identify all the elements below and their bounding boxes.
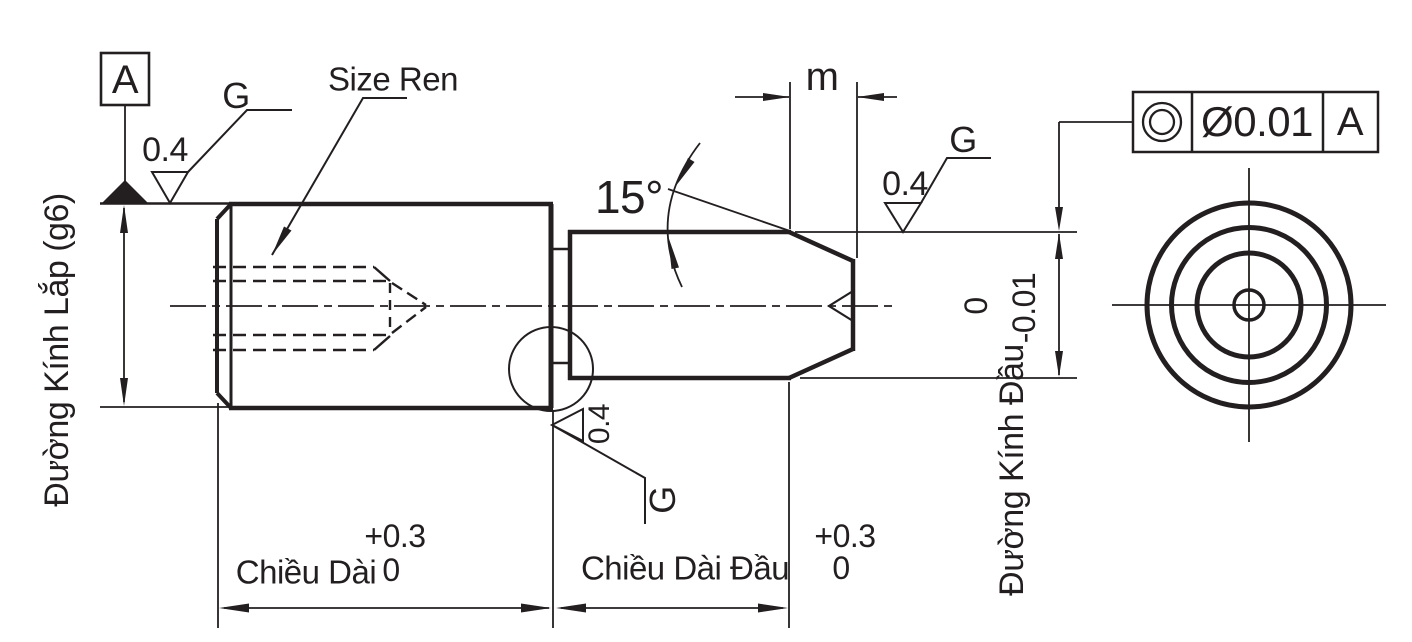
end-view <box>1112 168 1386 442</box>
size-ren-leader <box>271 97 407 256</box>
m-dimension <box>735 82 897 258</box>
concentricity-icon <box>1141 101 1183 143</box>
head-diameter-upper-tol: 0 <box>958 297 994 315</box>
surface-finish-left-icon <box>150 109 292 205</box>
head-diameter-lower-tol: -0.01 <box>1006 272 1042 344</box>
detail-circle <box>508 326 594 412</box>
fit-diameter-label: Đường Kính Lắp (g6) <box>38 193 76 507</box>
head-extension-lines <box>795 231 1077 379</box>
length-dimensions <box>217 382 790 628</box>
surface-finish-neck-icon <box>549 407 646 524</box>
neck-groove <box>551 247 570 365</box>
length-lower-tol: 0 <box>382 552 400 588</box>
datum-symbol <box>99 51 231 205</box>
head-length-lower-tol: 0 <box>832 550 850 586</box>
head-diameter-dimension <box>1055 121 1133 377</box>
pin-head-outline <box>567 229 856 381</box>
head-diameter-label: Đường Kính Đầu <box>993 344 1031 596</box>
feature-control-frame <box>1131 90 1380 154</box>
length-label: Chiều Dài <box>235 553 377 591</box>
length-upper-tol: +0.3 <box>364 518 426 554</box>
finish-neck-value: 0.4 <box>583 403 616 445</box>
size-ren-label: Size Ren <box>328 60 458 98</box>
datum-label: A <box>111 58 139 102</box>
head-length-upper-tol: +0.3 <box>814 518 876 554</box>
fcf-tolerance: Ø0.01 <box>1201 98 1313 145</box>
m-dim-label: m <box>805 55 839 99</box>
chamfer-angle-dimension <box>666 142 791 288</box>
finish-neck-grade: G <box>642 486 683 514</box>
chamfer-angle-label: 15° <box>594 171 664 223</box>
head-length-label: Chiều Dài Đầu <box>580 549 790 587</box>
finish-left-value: 0.4 <box>142 131 188 169</box>
finish-head-value: 0.4 <box>882 165 928 203</box>
surface-finish-head-icon <box>883 157 991 234</box>
fit-diameter-dimension <box>100 205 230 408</box>
fcf-datum-ref: A <box>1336 100 1364 144</box>
thread-hole-hidden-lines <box>213 265 427 352</box>
finish-head-grade: G <box>949 119 977 160</box>
finish-left-grade: G <box>222 75 250 116</box>
